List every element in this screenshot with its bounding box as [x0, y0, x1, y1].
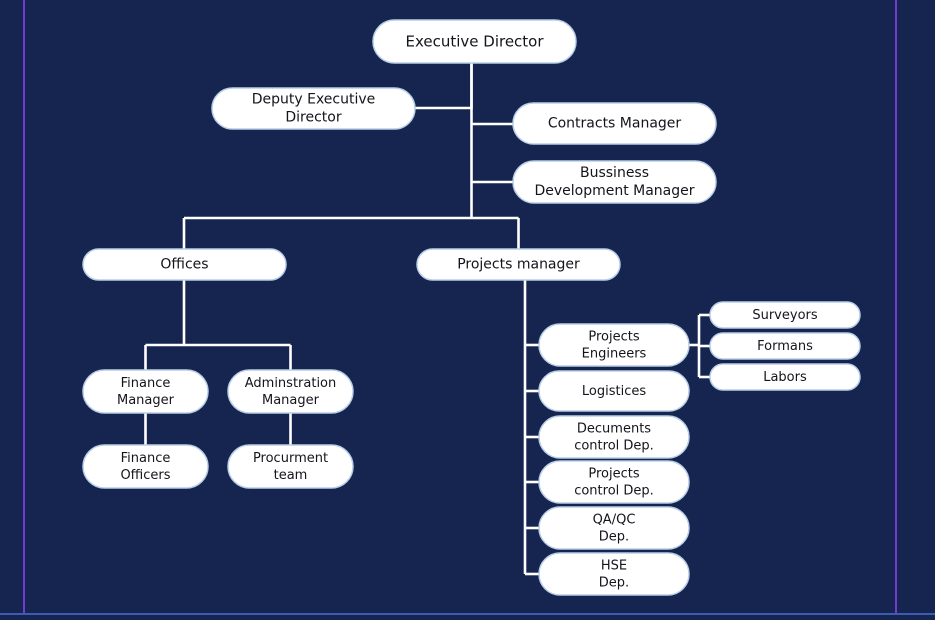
node-shape-contracts-manager[interactable]	[512, 102, 717, 145]
node-shape-bussiness-development-manager[interactable]	[512, 160, 717, 204]
node-shape-hse-dep[interactable]	[538, 552, 690, 596]
node-label-surveyors: Surveyors	[752, 308, 818, 323]
node-shape-adminstration-manager[interactable]	[227, 369, 354, 414]
node-label-offices: Offices	[160, 257, 208, 273]
node-surveyors[interactable]: Surveyors	[709, 301, 861, 329]
node-label-formans: Formans	[757, 339, 813, 354]
node-offices[interactable]: Offices	[82, 248, 287, 281]
node-shape-projects-engineers[interactable]	[538, 323, 690, 367]
node-labors[interactable]: Labors	[709, 363, 861, 391]
node-executive-director[interactable]: Executive Director	[372, 19, 577, 64]
node-contracts-manager[interactable]: Contracts Manager	[512, 102, 717, 145]
node-label-projects-manager: Projects manager	[457, 257, 580, 273]
node-shape-formans[interactable]	[709, 332, 861, 360]
node-shape-decuments-control-dep[interactable]	[538, 415, 690, 459]
node-label-contracts-manager: Contracts Manager	[548, 116, 682, 132]
node-label-logistices: Logistices	[582, 384, 646, 399]
node-shape-qa-qc-dep[interactable]	[538, 506, 690, 550]
node-shape-surveyors[interactable]	[709, 301, 861, 329]
node-shape-procurment-team[interactable]	[227, 444, 354, 489]
node-shape-finance-officers[interactable]	[82, 444, 209, 489]
node-formans[interactable]: Formans	[709, 332, 861, 360]
node-shape-labors[interactable]	[709, 363, 861, 391]
node-projects-manager[interactable]: Projects manager	[416, 248, 621, 281]
node-label-executive-director: Executive Director	[405, 32, 544, 50]
node-label-labors: Labors	[763, 370, 807, 385]
node-shape-deputy-executive-director[interactable]	[211, 87, 416, 130]
node-logistices[interactable]: Logistices	[538, 370, 690, 412]
node-shape-projects-control-dep[interactable]	[538, 460, 690, 504]
connector-lines	[144, 63, 710, 576]
node-shape-projects-manager[interactable]	[416, 248, 621, 281]
node-shape-offices[interactable]	[82, 248, 287, 281]
node-shape-logistices[interactable]	[538, 370, 690, 412]
node-shape-finance-manager[interactable]	[82, 369, 209, 414]
node-shape-executive-director[interactable]	[372, 19, 577, 64]
